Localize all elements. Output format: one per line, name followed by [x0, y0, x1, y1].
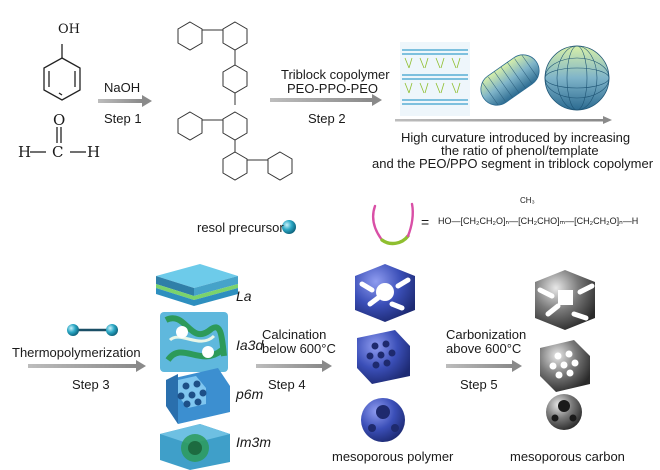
step4-reagent-line1: Calcination — [262, 327, 327, 342]
resol-dumbbell — [67, 324, 118, 336]
resol-sphere — [282, 220, 296, 234]
step3-label: Step 3 — [72, 377, 110, 392]
step3-arrow — [28, 360, 146, 372]
step2-reagent-line2: PEO-PPO-PEO — [287, 81, 379, 96]
step4-reagent-line2: below 600°C — [262, 341, 336, 356]
step5-label: Step 5 — [460, 377, 498, 392]
curvature-note-line1: High curvature introduced by increasing — [401, 130, 631, 145]
step1-label: Step 1 — [104, 111, 142, 126]
step3-reagent-label: Thermopolymerization — [12, 345, 141, 360]
phase-label-p6m: p6m — [236, 386, 264, 402]
gyroid-phase-model — [160, 312, 228, 372]
lamellar-micelle — [400, 42, 470, 116]
carbon-gyroid-model — [535, 270, 595, 330]
step2-reagent-line1: Triblock copolymer — [281, 67, 390, 82]
phenol-structure — [43, 44, 81, 101]
step4-arrow — [256, 360, 332, 372]
curvature-note-line2: the ratio of phenol/template — [441, 143, 599, 158]
step4-label: Step 4 — [268, 377, 306, 392]
phase-label-ia3d: Ia3d — [236, 337, 264, 353]
copolymer-chain — [371, 202, 414, 246]
polymer-cubic-model — [361, 398, 405, 442]
step5-reagent-line2: above 600°C — [446, 341, 522, 356]
phase-label-im3m: Im3m — [236, 434, 271, 450]
formaldehyde-o-label: O — [53, 111, 66, 129]
formaldehyde-h-right-label: H — [87, 143, 101, 161]
step1-reagent-label: NaOH — [104, 80, 141, 95]
spherical-micelle — [544, 45, 610, 111]
cubic-phase-model — [160, 424, 230, 470]
formaldehyde-structure — [30, 127, 86, 153]
curvature-note-line3: and the PEO/PPO segment in triblock copo… — [372, 156, 654, 171]
curvature-arrow — [395, 116, 612, 124]
hexagonal-phase-model — [166, 368, 230, 424]
lamellar-phase-model — [156, 264, 238, 306]
carbon-cubic-model — [546, 394, 582, 430]
step2-label: Step 2 — [308, 111, 346, 126]
step5-reagent-line1: Carbonization — [446, 327, 527, 342]
polymer-hexagonal-model — [357, 330, 410, 384]
cylindrical-micelle — [480, 54, 540, 106]
phase-label-la: La — [236, 288, 252, 304]
carbon-hexagonal-model — [540, 340, 590, 392]
mesoporous-carbon-label: mesoporous carbon — [510, 449, 625, 464]
copolymer-formula: HO—[CH₂CH₂O]ₙ—[CH₂CHO]ₘ—[CH₂CH₂O]ₙ—H — [438, 216, 639, 226]
phenol-oh-label: OH — [58, 22, 80, 37]
copolymer-methyl-label: CH₃ — [520, 196, 535, 205]
resol-structure — [177, 21, 293, 181]
equals-sign: = — [421, 214, 430, 230]
step5-arrow — [446, 360, 522, 372]
polymer-gyroid-model — [355, 264, 415, 322]
step1-arrow — [98, 95, 152, 107]
resol-precursor-label: resol precursor — [197, 220, 284, 235]
formaldehyde-h-left-label: H — [18, 143, 32, 161]
mesoporous-polymer-label: mesoporous polymer — [332, 449, 454, 464]
step2-arrow — [270, 94, 382, 106]
formaldehyde-c-label: C — [52, 143, 64, 161]
